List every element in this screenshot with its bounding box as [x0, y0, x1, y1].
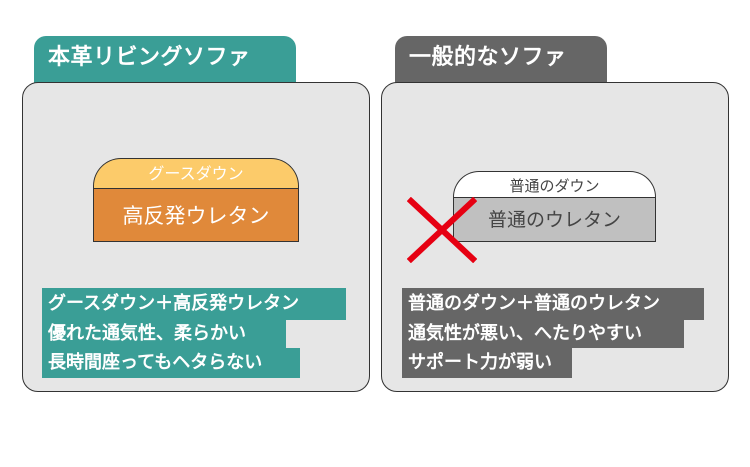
cross-mark-icon — [407, 197, 477, 263]
left-caption-line-2: 優れた通気性、柔らかい — [42, 320, 286, 348]
left-caption: グースダウン＋高反発ウレタン 優れた通気性、柔らかい 長時間座ってもヘタらない — [42, 288, 346, 378]
left-urethane-label: 高反発ウレタン — [122, 204, 270, 228]
left-caption-line-1: グースダウン＋高反発ウレタン — [42, 288, 346, 320]
right-caption: 普通のダウン＋普通のウレタン 通気性が悪い、へたりやすい サポート力が弱い — [402, 288, 704, 378]
left-down-layer: グースダウン — [93, 158, 299, 188]
right-caption-line-3: サポート力が弱い — [402, 348, 572, 378]
right-urethane-label: 普通のウレタン — [487, 209, 621, 231]
left-down-label: グースダウン — [148, 164, 244, 183]
left-title-tab: 本革リビングソファ — [34, 36, 296, 84]
right-down-layer: 普通のダウン — [453, 171, 656, 197]
left-caption-line-3: 長時間座ってもヘタらない — [42, 348, 300, 378]
left-title: 本革リビングソファ — [48, 45, 251, 70]
right-caption-line-1: 普通のダウン＋普通のウレタン — [402, 288, 704, 320]
left-urethane-layer: 高反発ウレタン — [93, 188, 299, 242]
right-title-tab: 一般的なソファ — [395, 36, 607, 84]
right-urethane-layer: 普通のウレタン — [453, 197, 656, 242]
right-down-label: 普通のダウン — [509, 177, 600, 195]
right-caption-line-2: 通気性が悪い、へたりやすい — [402, 320, 684, 348]
right-title: 一般的なソファ — [409, 45, 567, 70]
